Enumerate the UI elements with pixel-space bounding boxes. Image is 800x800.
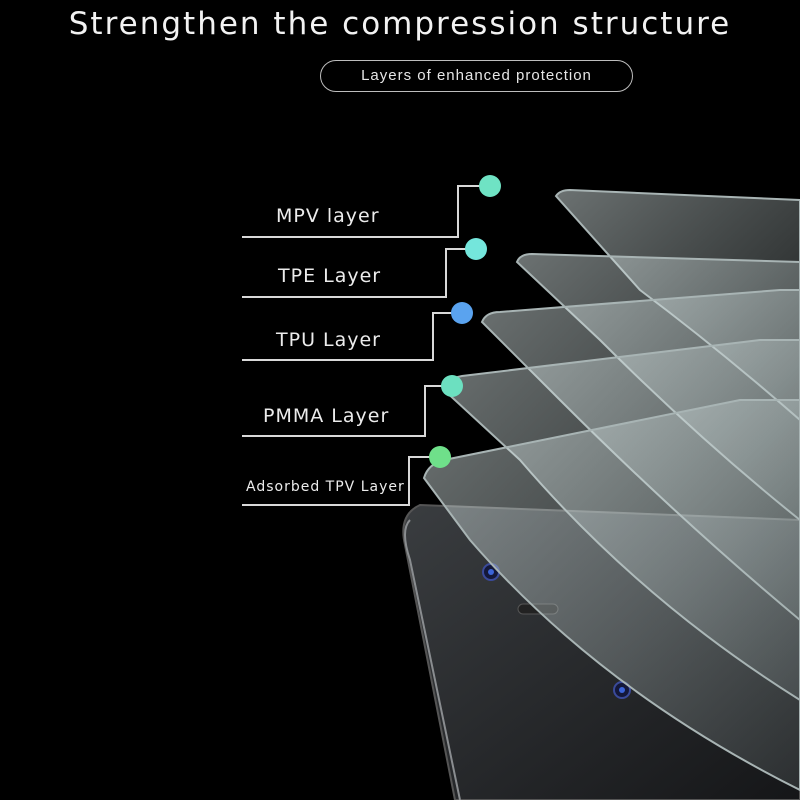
layer-label-tpv: Adsorbed TPV Layer: [246, 479, 405, 495]
layer-dot-tpu: [451, 302, 473, 324]
leader-line: [242, 385, 452, 437]
leader-line: [242, 248, 476, 298]
leader-line: [242, 456, 440, 506]
layer-dot-tpe: [465, 238, 487, 260]
layer-label-pmma: PMMA Layer: [263, 405, 390, 427]
leader-line: [242, 312, 462, 361]
glass-layers: [422, 188, 800, 792]
leader-line: [242, 185, 490, 238]
leader-lines: [242, 185, 490, 506]
layer-label-tpu: TPU Layer: [276, 329, 381, 351]
page-title: Strengthen the compression structure: [68, 6, 732, 42]
layer-dot-tpv: [429, 446, 451, 468]
layer-label-tpe: TPE Layer: [278, 265, 382, 287]
layer-dot-mpv: [479, 175, 501, 197]
layer-label-mpv: MPV layer: [276, 205, 380, 227]
layer-dot-pmma: [441, 375, 463, 397]
subtitle-badge: Layers of enhanced protection: [320, 60, 633, 92]
